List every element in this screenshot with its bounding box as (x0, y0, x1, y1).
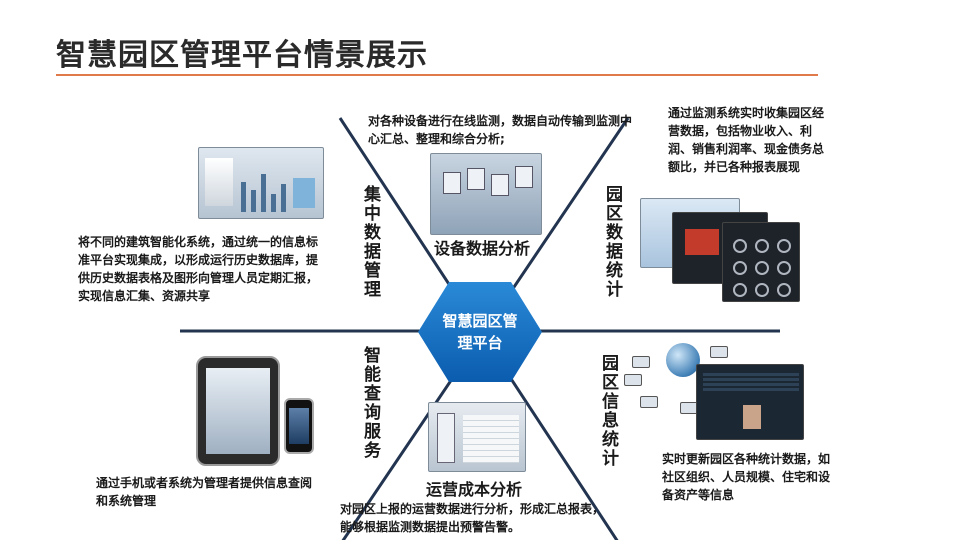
phone-image (284, 398, 314, 454)
label-cost: 运营成本分析 (426, 480, 523, 499)
data-grid-icon (703, 373, 799, 393)
machine-icon (443, 172, 461, 194)
portrait-icon (743, 405, 761, 429)
generator-icon (685, 229, 719, 255)
gauge-icon (777, 283, 791, 297)
tablet-image (196, 356, 280, 466)
gauge-panel-image (722, 222, 800, 302)
gauge-icon (755, 283, 769, 297)
machine-icon (491, 174, 509, 196)
label-device: 设备数据分析 (434, 239, 531, 258)
label-info-stats: 园区信息统计 (598, 354, 618, 468)
computer-icon (710, 346, 728, 358)
computer-icon (632, 356, 650, 368)
desc-info-stats: 实时更新园区各种统计数据，如社区组织、人员规模、住宅和设备资产等信息 (662, 452, 831, 502)
phone-screen (289, 408, 309, 444)
cabinet-icon (437, 413, 455, 463)
server-icon (293, 178, 315, 208)
gauge-icon (777, 239, 791, 253)
gauge-icon (755, 261, 769, 275)
tablet-screen (206, 368, 270, 454)
building-icon (205, 158, 233, 206)
device-monitor-image (430, 153, 542, 235)
gauge-icon (733, 261, 747, 275)
machine-icon (467, 168, 485, 190)
globe-icon (666, 343, 700, 377)
label-centralized: 集中数据管理 (360, 185, 380, 299)
gauge-icon (777, 261, 791, 275)
title-underline (56, 74, 818, 76)
gauge-icon (733, 283, 747, 297)
desc-query: 通过手机或者系统为管理者提供信息查阅和系统管理 (96, 476, 313, 508)
cost-analysis-image (428, 402, 526, 472)
computer-icon (640, 396, 658, 408)
label-park-stats: 园区数据统计 (602, 185, 622, 299)
table-icon (463, 415, 519, 463)
computer-icon (624, 374, 642, 386)
desc-centralized: 将不同的建筑智能化系统，通过统一的信息标准平台实现集成，以形成运行历史数据库，提… (78, 235, 319, 303)
label-query: 智能查询服务 (360, 346, 380, 460)
desc-cost: 对园区上报的运营数据进行分析，形成汇总报表，能够根据监测数据提出预警告警。 (340, 502, 605, 534)
desc-device: 对各种设备进行在线监测，数据自动传输到监测中心汇总、整理和综合分析; (368, 114, 633, 146)
gauge-icon (733, 239, 747, 253)
hub-label: 智慧园区管理平台 (442, 312, 518, 352)
gauge-icon (755, 239, 769, 253)
building-dashboard-image (198, 147, 324, 219)
machine-icon (515, 166, 533, 188)
personnel-panel-image (696, 364, 804, 440)
page-title: 智慧园区管理平台情景展示 (56, 38, 428, 73)
desc-park-stats: 通过监测系统实时收集园区经营数据，包括物业收入、利润、销售利润率、现金债务总额比… (668, 106, 825, 174)
